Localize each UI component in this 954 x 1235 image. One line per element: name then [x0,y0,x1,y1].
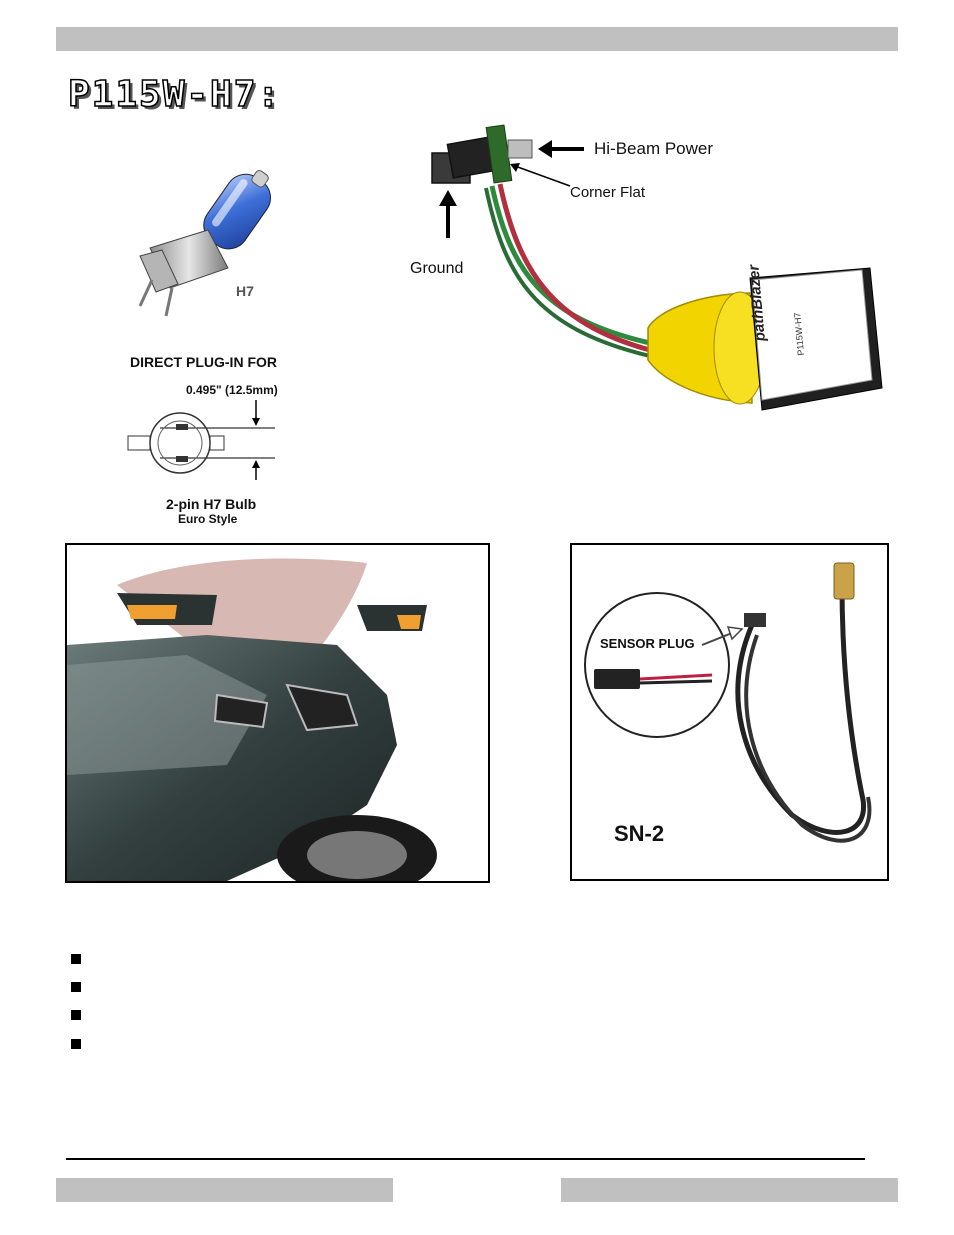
callout-hi-beam-power: Hi-Beam Power [594,139,714,158]
bullet-marker [71,982,81,992]
motorcycle-image [67,545,488,881]
sensor-part-name: SN-2 [614,821,665,846]
bullet-marker [71,1010,81,1020]
page-title: P115W-H7: [67,73,282,116]
bulb-caption-main: 2-pin H7 Bulb [166,496,257,512]
bulb-caption-sub: Euro Style [178,512,238,526]
dimension-label: 0.495" (12.5mm) [186,383,278,397]
bulb-type-label: H7 [236,283,254,299]
callout-arrows [439,140,584,238]
footer-bar-right [561,1178,898,1202]
modulator-device-icon [431,124,883,411]
bulb-figure: H7 DIRECT PLUG-IN FOR 0.495" (12.5mm) 2-… [100,160,340,530]
footer-bar-left [56,1178,393,1202]
bullet-marker [71,954,81,964]
h7-bulb-icon [138,170,271,317]
direct-plug-heading: DIRECT PLUG-IN FOR [130,354,277,370]
sensor-photo: SENSOR PLUG SN-2 [570,543,889,881]
bullet-marker [71,1039,81,1049]
footer-rule [66,1158,865,1160]
callout-corner-flat: Corner Flat [570,184,646,201]
header-bar [56,27,898,51]
modulator-figure: Hi-Beam Power Corner Flat Ground pathBla… [400,118,900,458]
sensor-cable-image [572,545,887,879]
sensor-plug-label: SENSOR PLUG [600,636,695,651]
bulb-base-diagram [127,400,275,480]
callout-ground: Ground [410,260,464,277]
motorcycle-photo [65,543,490,883]
